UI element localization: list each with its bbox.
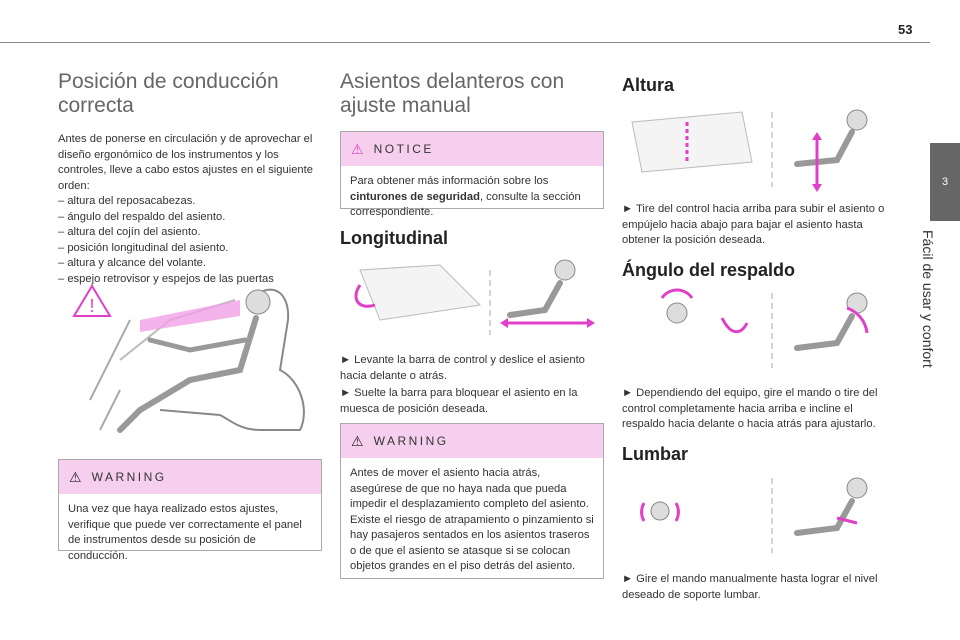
altura-title: Altura (622, 75, 675, 95)
adjust-order-list: – altura del reposacabezas. – ángulo del… (58, 194, 322, 287)
column-manual-seats: Asientos delanteros con ajuste manual (340, 70, 604, 118)
driving-position-illustration: ! (72, 284, 305, 433)
warning-label: WARNING (91, 470, 167, 484)
warning-header: ⚠ WARNING (59, 460, 321, 494)
chapter-title: Fácil de usar y confort (918, 230, 938, 450)
seat-warning-box: ⚠ WARNING Antes de mover el asiento haci… (340, 423, 604, 579)
warning-box: ⚠ WARNING Una vez que haya realizado est… (58, 459, 322, 562)
altura-illustration (631, 109, 868, 192)
notice-box: ⚠ NOTICE Para obtener más información so… (340, 131, 604, 218)
lumbar-title: Lumbar (622, 444, 689, 464)
lumbar-illustration (640, 477, 868, 553)
column-driving-position: Posición de conducción correcta Antes de… (58, 70, 322, 287)
warning-text: Antes de mover el asiento hacia atrás, a… (350, 467, 594, 572)
top-rule (0, 42, 930, 43)
section-title: Asientos delanteros con ajuste manual (340, 70, 565, 117)
notice-text: Para obtener más información sobre los c… (350, 174, 594, 221)
warning-icon: ⚠ (69, 468, 82, 485)
chapter-tab[interactable]: 3 (930, 143, 960, 221)
list-item: – posición longitudinal del asiento. (58, 241, 229, 254)
list-item: – altura del cojín del asiento. (58, 226, 201, 238)
warning-text: Una vez que haya realizado estos ajustes… (68, 503, 302, 562)
notice-header: ⚠ NOTICE (341, 132, 603, 166)
warning-icon: ⚠ (351, 432, 364, 449)
warning-triangle-icon (72, 284, 112, 317)
section-title: Posición de conducción correcta (58, 70, 279, 117)
list-item: – altura y alcance del volante. (58, 257, 207, 269)
list-item: – altura del reposacabezas. (58, 195, 196, 207)
warning-header: ⚠ WARNING (341, 424, 603, 458)
altura-text: ► Tire del control hacia arriba para sub… (622, 203, 885, 246)
longitudinal-step-2: ► Suelte la barra para bloquear el asien… (340, 387, 578, 415)
list-item: – espejo retrovisor y espejos de las pue… (58, 272, 274, 285)
svg-text:!: ! (89, 296, 94, 316)
seatbelt-link[interactable]: cinturones de seguridad (350, 190, 480, 203)
notice-text-part: , consulte la sección correspondiente. (350, 190, 581, 219)
page-number: 53 (898, 22, 913, 37)
angulo-title: Ángulo del respaldo (622, 260, 796, 280)
notice-text-part: Para obtener más información sobre los (350, 175, 549, 187)
intro-text: Antes de ponerse en circulación y de apr… (58, 133, 313, 192)
angulo-illustration (660, 288, 869, 368)
list-item: – ángulo del respaldo del asiento. (58, 210, 226, 223)
notice-label: NOTICE (373, 142, 434, 156)
longitudinal-step-1: ► Levante la barra de control y deslice … (340, 354, 585, 382)
longitudinal-illustration (354, 259, 595, 335)
longitudinal-title: Longitudinal (340, 228, 448, 248)
chapter-title-text: Fácil de usar y confort (920, 230, 936, 368)
angulo-text: ► Dependiendo del equipo, gire el mando … (622, 387, 878, 430)
warning-label: WARNING (373, 434, 449, 448)
lumbar-text: ► Gire el mando manualmente hasta lograr… (622, 573, 878, 601)
notice-icon: ⚠ (351, 140, 364, 157)
